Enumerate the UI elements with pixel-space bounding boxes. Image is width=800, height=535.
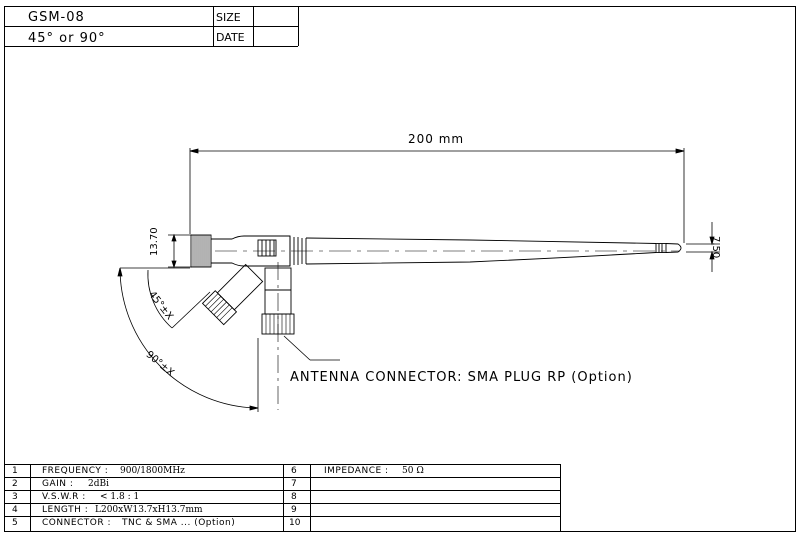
spec-number: 9	[291, 505, 297, 515]
date-label: DATE	[216, 31, 245, 44]
spec-number: 10	[289, 518, 301, 528]
length-dimension-label: 200 mm	[408, 132, 465, 146]
folded-45-view	[201, 263, 264, 326]
knurl-lines	[192, 235, 210, 267]
title-block-lines	[4, 6, 299, 47]
spec-number: 2	[12, 479, 18, 489]
connector-leader	[283, 335, 340, 361]
spec-label: IMPEDANCE :	[324, 466, 389, 476]
outer-border	[4, 6, 796, 532]
angle-option: 45° or 90°	[28, 31, 106, 46]
length-dimension	[189, 148, 685, 243]
tip-dimension-label: 7.50	[710, 236, 721, 259]
angle-arcs	[117, 267, 259, 412]
spec-value: 900/1800MHz	[120, 466, 185, 476]
spec-value: TNC & SMA ... (Option)	[122, 518, 236, 528]
connector-note: ANTENNA CONNECTOR: SMA PLUG RP (Option)	[290, 370, 633, 385]
spec-label: GAIN :	[42, 479, 74, 489]
spec-label: CONNECTOR :	[42, 518, 112, 528]
spec-value: 50 Ω	[402, 466, 424, 476]
spec-table-lines	[4, 464, 561, 531]
spec-number: 6	[291, 466, 297, 476]
spec-value: L200xW13.7xH13.7mm	[95, 505, 203, 515]
folded-90-view	[261, 262, 295, 410]
spec-number: 1	[12, 466, 18, 476]
height-dimension-label: 13.70	[149, 227, 160, 256]
spec-number: 5	[12, 518, 18, 528]
spec-label: LENGTH :	[42, 505, 89, 515]
model-number: GSM-08	[28, 10, 85, 25]
spec-number: 3	[12, 492, 18, 502]
spec-number: 8	[291, 492, 297, 502]
spec-number: 4	[12, 505, 18, 515]
antenna-body	[190, 234, 682, 268]
spec-value: < 1.8 : 1	[100, 492, 140, 502]
spec-label: FREQUENCY :	[42, 466, 109, 476]
spec-number: 7	[291, 479, 297, 489]
height-dimension	[168, 233, 192, 269]
spec-value: 2dBi	[88, 479, 109, 489]
size-label: SIZE	[216, 11, 241, 24]
spec-label: V.S.W.R :	[42, 492, 86, 502]
tip-dimension	[686, 222, 720, 272]
